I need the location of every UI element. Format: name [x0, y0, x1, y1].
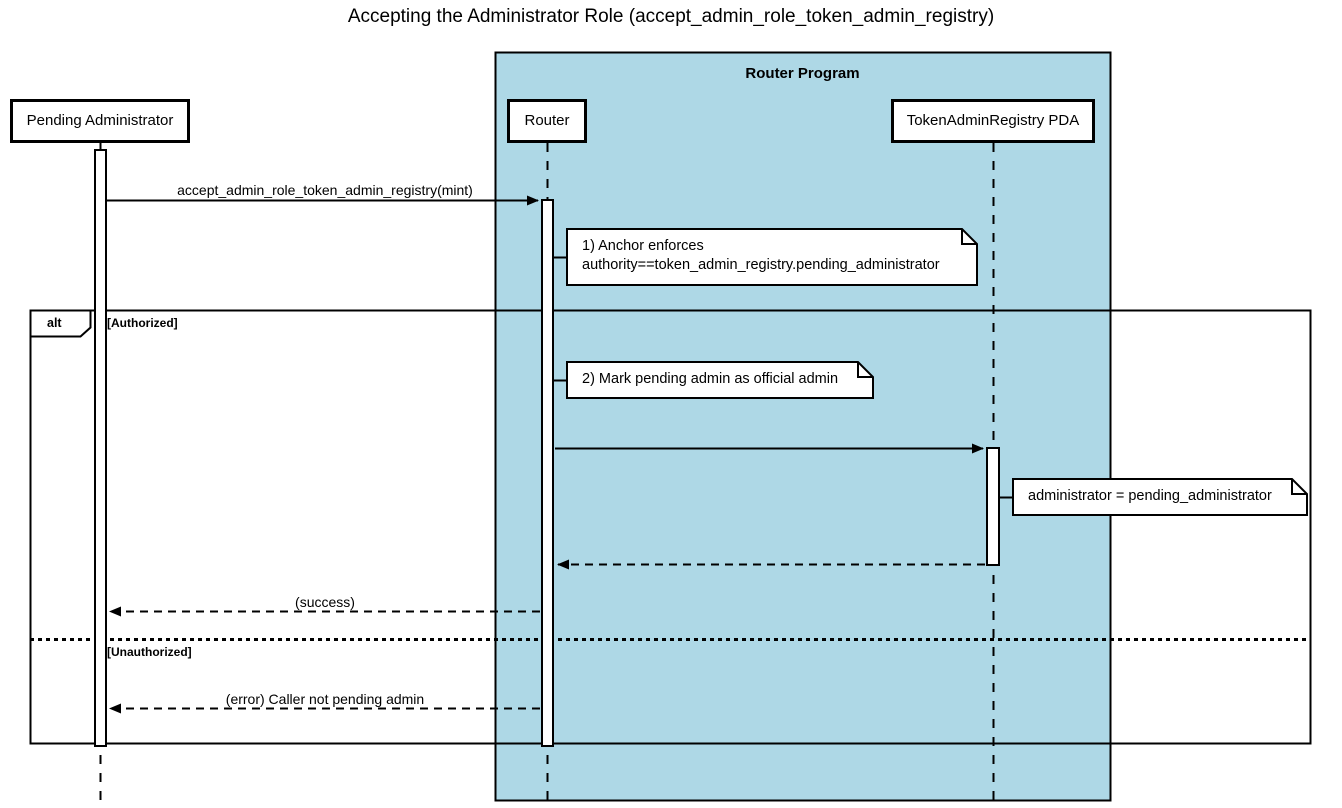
note-administrator-assignment-fold-icon — [1291, 479, 1307, 495]
note-administrator-assignment-text-line-0: administrator = pending_administrator — [1028, 488, 1272, 504]
alt-guard-operand-unauthorized: [Unauthorized] — [107, 645, 192, 659]
activation-pending-administrator — [94, 149, 107, 747]
note-mark-pending-admin-text-line-0: 2) Mark pending admin as official admin — [582, 371, 839, 387]
alt-guard-operand-authorized: [Authorized] — [107, 316, 178, 330]
activation-token-admin-registry-pda — [986, 447, 1000, 566]
note-mark-pending-admin-text: 2) Mark pending admin as official admin — [582, 370, 838, 389]
participant-label-token-admin-registry-pda: TokenAdminRegistry PDA — [906, 112, 1080, 129]
note-anchor-enforces-text: 1) Anchor enforces authority==token_admin… — [582, 237, 940, 275]
group-header-label: Router Program — [745, 65, 860, 82]
diagram-title: Accepting the Administrator Role (accept… — [347, 6, 995, 27]
group-box-router-program — [494, 51, 1112, 802]
msg-success-label: (success) — [295, 594, 355, 610]
participant-label-router: Router — [524, 112, 570, 129]
participant-label-pending-administrator: Pending Administrator — [26, 112, 174, 129]
msg-accept-admin-role-label: accept_admin_role_token_admin_registry(m… — [177, 182, 473, 198]
note-anchor-enforces-fold-icon — [961, 229, 977, 245]
msg-error-label: (error) Caller not pending admin — [225, 691, 425, 707]
alt-fragment-operator-label: alt — [47, 316, 62, 330]
note-mark-pending-admin-fold-icon — [857, 362, 873, 378]
note-administrator-assignment-text: administrator = pending_administrator — [1028, 487, 1272, 506]
note-anchor-enforces-text-line-1: authority==token_admin_registry.pending_… — [582, 257, 940, 273]
activation-router — [541, 199, 554, 747]
note-anchor-enforces-text-line-0: 1) Anchor enforces — [582, 238, 704, 254]
